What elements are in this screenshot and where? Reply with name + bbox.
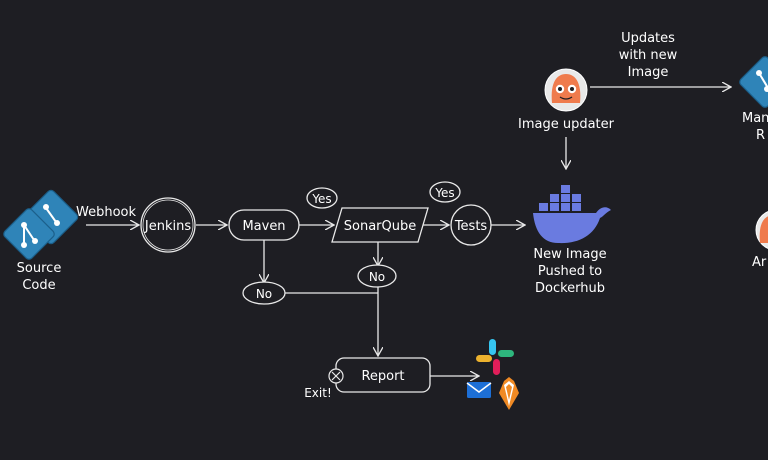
webhook-label: Webhook xyxy=(76,205,136,220)
git-icon xyxy=(3,189,79,260)
manifest-git-icon xyxy=(739,56,768,108)
docker-label-2: Pushed to xyxy=(538,264,602,279)
exit-x-icon xyxy=(328,368,344,384)
source-code-label-1: Source xyxy=(17,261,62,276)
no-sonar-label: No xyxy=(369,270,385,284)
docker-label-1: New Image xyxy=(533,247,606,262)
jenkins-label: Jenkins xyxy=(144,219,191,234)
image-updater-label: Image updater xyxy=(518,117,615,132)
yes-bubble-sonar xyxy=(306,187,338,209)
updates-label-2: with new xyxy=(619,48,678,63)
yes-sonar-label: Yes xyxy=(311,192,331,206)
outlook-mail-icon xyxy=(466,382,492,398)
jenkins-node xyxy=(140,197,196,253)
argo-label: Ar xyxy=(752,255,767,270)
argo-octopus-icon xyxy=(544,68,588,112)
docker-whale-icon xyxy=(533,185,611,244)
gitlab-icon xyxy=(499,377,519,410)
sonarqube-node xyxy=(331,207,429,243)
no-maven-label: No xyxy=(256,287,272,301)
manifest-label-2: R xyxy=(756,128,765,143)
report-label: Report xyxy=(361,369,404,384)
updates-label-3: Image xyxy=(628,65,669,80)
sonarqube-label: SonarQube xyxy=(344,219,416,234)
maven-label: Maven xyxy=(242,219,285,234)
tests-label: Tests xyxy=(454,219,488,234)
argocd-icon xyxy=(755,211,768,249)
exit-label: Exit! xyxy=(304,386,332,400)
source-code-label-2: Code xyxy=(22,278,55,293)
yes-tests-label: Yes xyxy=(434,186,454,200)
no-bubble-sonar xyxy=(357,264,397,288)
slack-icon xyxy=(476,339,514,375)
manifest-label-1: Man xyxy=(742,111,768,126)
updates-label-1: Updates xyxy=(621,31,675,46)
yes-bubble-tests xyxy=(429,181,461,203)
docker-label-3: Dockerhub xyxy=(535,281,605,296)
